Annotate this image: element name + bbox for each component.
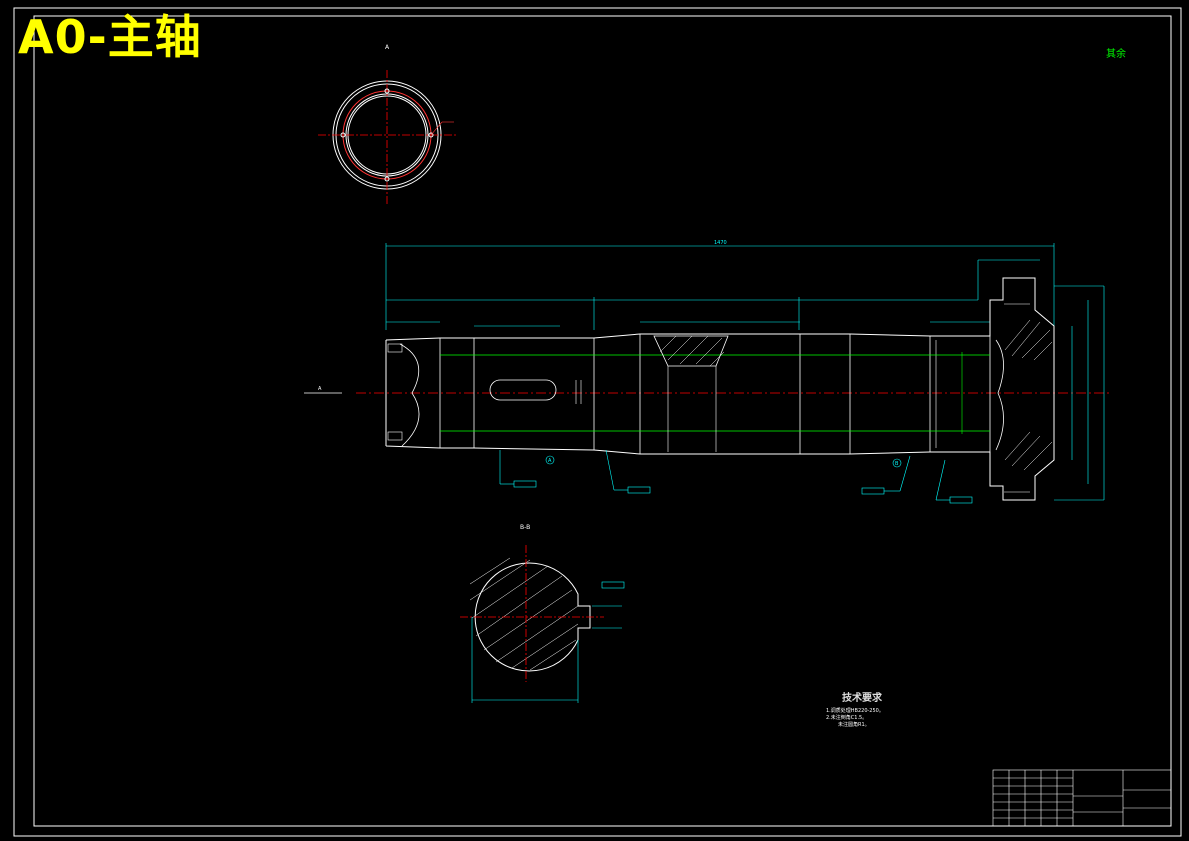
section-b-b: B-B	[460, 524, 625, 703]
overall-length-dim: 1470	[714, 240, 727, 246]
view-arrow-label: A	[318, 386, 322, 392]
view-a-label: A	[385, 44, 390, 51]
shaft-main-view: 1470	[304, 240, 1110, 504]
view-a-end-view: A	[318, 44, 458, 205]
datum-b-label: B	[895, 461, 899, 467]
inner-border	[33, 15, 1172, 827]
datum-a-label: A	[548, 458, 552, 464]
tech-requirement-item: 未注圆角R1。	[838, 722, 870, 728]
outer-border	[13, 7, 1182, 837]
title-block	[992, 769, 1172, 827]
section-label: B-B	[520, 524, 530, 531]
tech-requirement-item: 2.未注倒角C1.5。	[826, 715, 868, 721]
tech-requirements-title: 技术要求	[842, 693, 882, 704]
drawing-title: A0-主轴	[18, 10, 202, 64]
tech-requirement-item: 1.调质处理HB220-250。	[826, 708, 884, 714]
roughness-note: 其余	[1106, 49, 1126, 60]
